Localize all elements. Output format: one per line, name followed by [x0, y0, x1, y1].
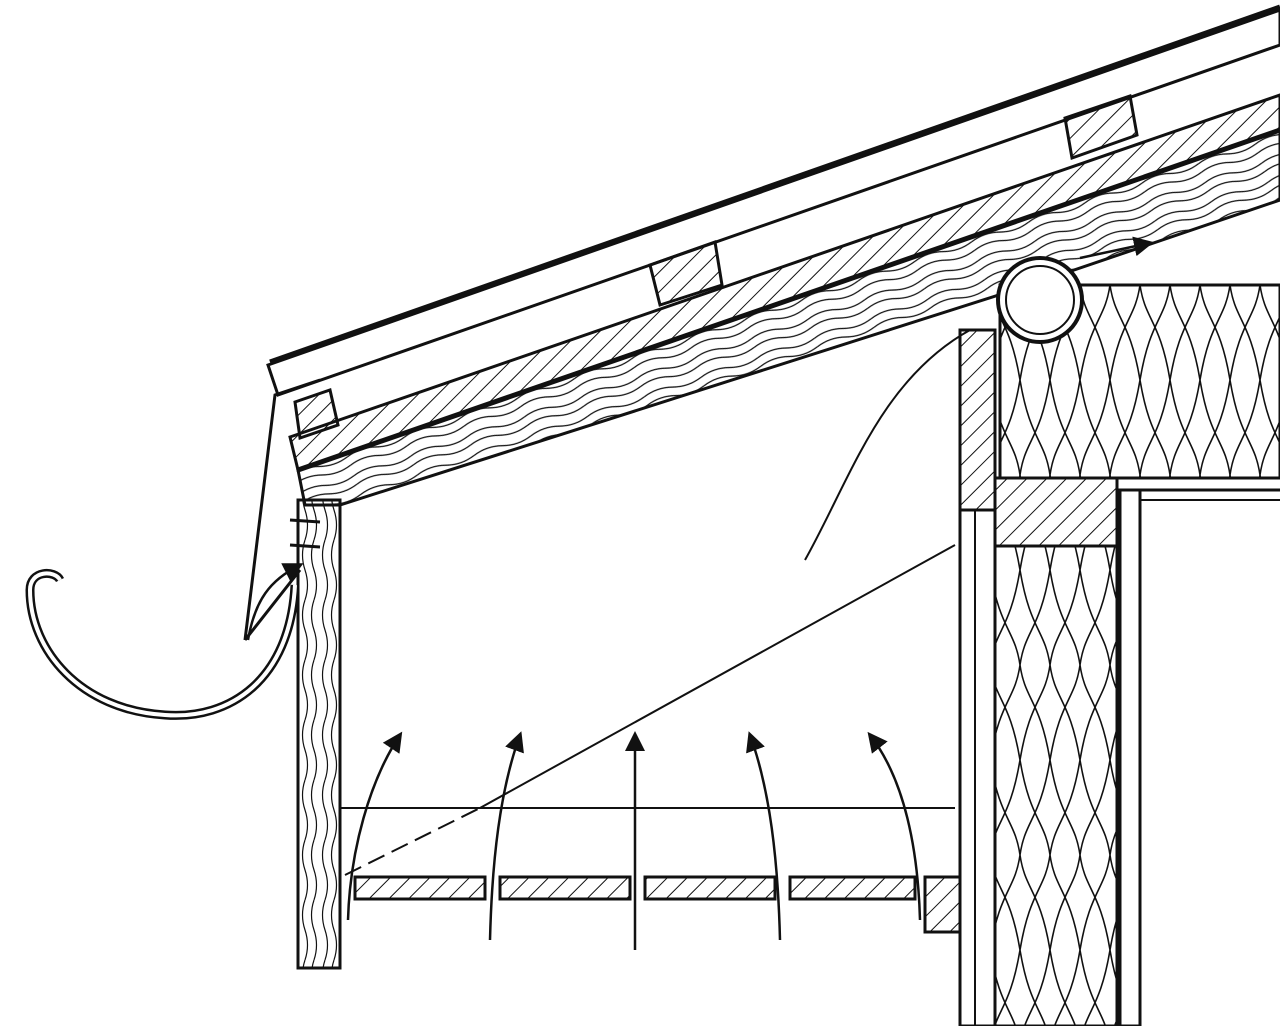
fascia-board	[296, 498, 342, 970]
ventilation-pipe	[996, 256, 1084, 344]
soffit-vent-slats	[353, 875, 962, 934]
batten	[648, 239, 724, 307]
slope-line	[479, 544, 956, 809]
gutter	[25, 569, 300, 720]
wall-insulation	[993, 544, 1119, 1026]
inner-lining	[1118, 488, 1142, 1026]
wall-stud	[958, 328, 997, 512]
leader-line	[804, 329, 971, 561]
top-plate	[993, 476, 1119, 548]
airflow-arrow-out	[1079, 236, 1154, 260]
airflow-arrows	[246, 563, 922, 950]
roof-covering	[266, 8, 1280, 397]
batten	[1063, 94, 1139, 161]
gutter-bracket	[243, 378, 321, 641]
screws	[289, 518, 321, 549]
wall-stud	[958, 508, 997, 1026]
sarking-boards	[288, 93, 1280, 472]
